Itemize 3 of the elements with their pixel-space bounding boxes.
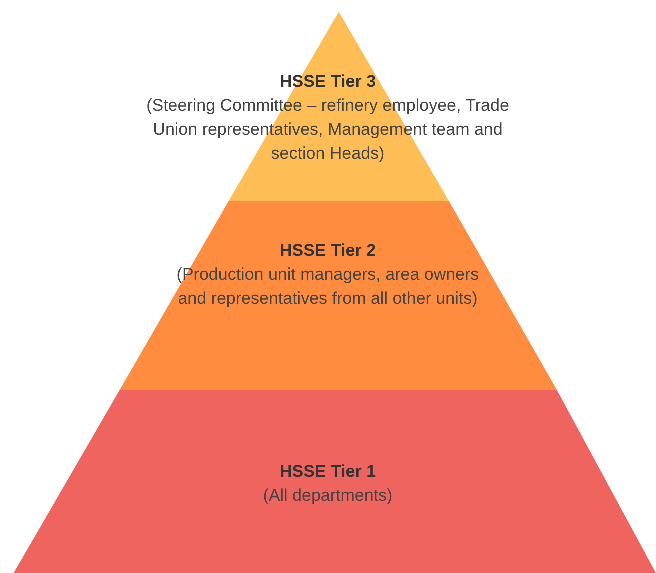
tier-heading: HSSE Tier 1 [280, 462, 376, 482]
tier-heading: HSSE Tier 2 [280, 241, 376, 261]
tier-description: (All departments) [262, 485, 394, 507]
